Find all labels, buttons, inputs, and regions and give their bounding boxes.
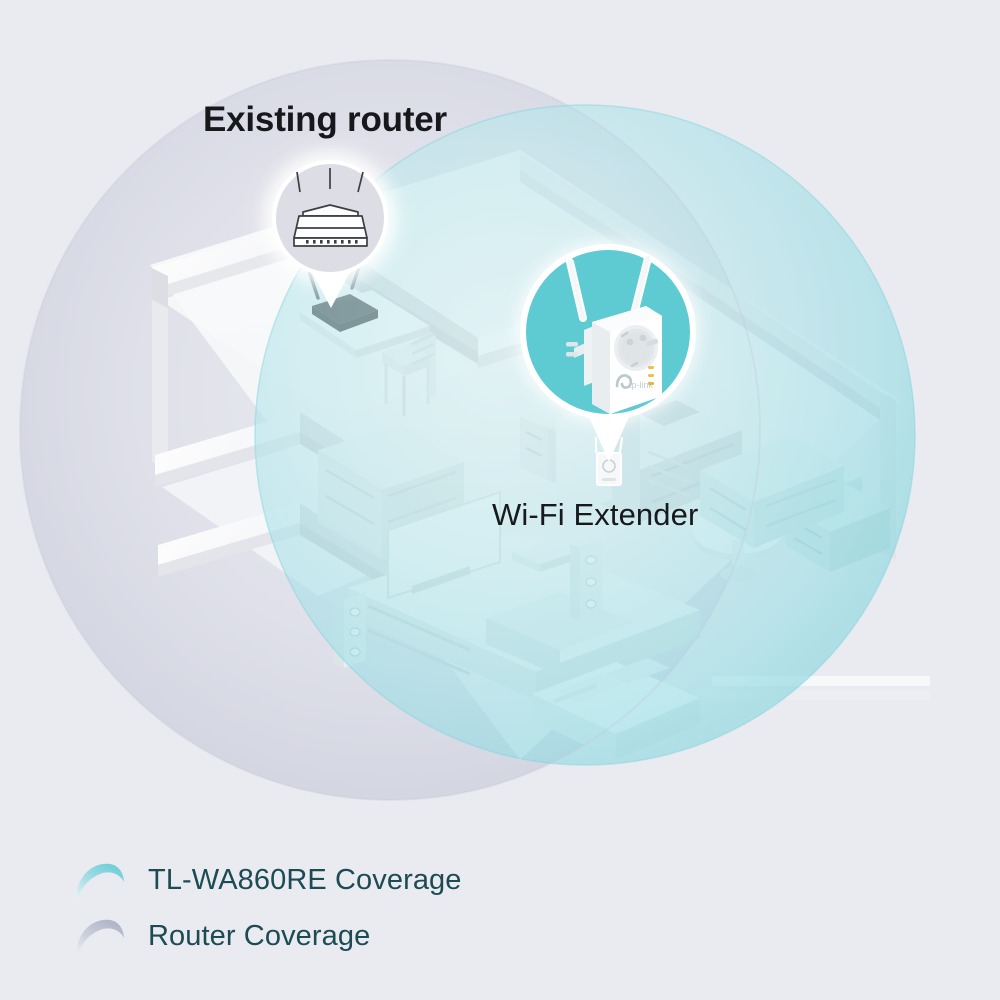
- plug-prongs: [566, 326, 594, 386]
- legend-label-router: Router Coverage: [148, 919, 371, 952]
- router-coverage-edge: [19, 59, 761, 801]
- legend: TL-WA860RE Coverage Router Coverage: [74, 852, 462, 964]
- existing-router-label: Existing router: [203, 100, 447, 139]
- wall-outlet-extender: [594, 436, 624, 486]
- wifi-extender-callout[interactable]: tp-link: [518, 242, 698, 462]
- wall-left-outer: [152, 268, 168, 470]
- arc-dome-icon-router: [76, 919, 124, 954]
- arc-dome-icon-extender: [76, 863, 124, 898]
- legend-label-extender: TL-WA860RE Coverage: [148, 863, 462, 896]
- tp-link-logo: tp-link: [615, 374, 654, 390]
- existing-router-callout[interactable]: [263, 151, 397, 308]
- power-socket: [614, 325, 659, 371]
- router-line-art-icon: [293, 168, 368, 247]
- legend-item-router: Router Coverage: [74, 908, 462, 964]
- wall-plug-extender-icon: tp-link: [566, 254, 662, 414]
- legend-item-extender: TL-WA860RE Coverage: [74, 852, 462, 908]
- wifi-extender-label: Wi-Fi Extender: [492, 497, 699, 532]
- led-indicators: [648, 366, 654, 385]
- svg-text:tp-link: tp-link: [629, 380, 654, 390]
- extender-coverage-area: [254, 104, 916, 766]
